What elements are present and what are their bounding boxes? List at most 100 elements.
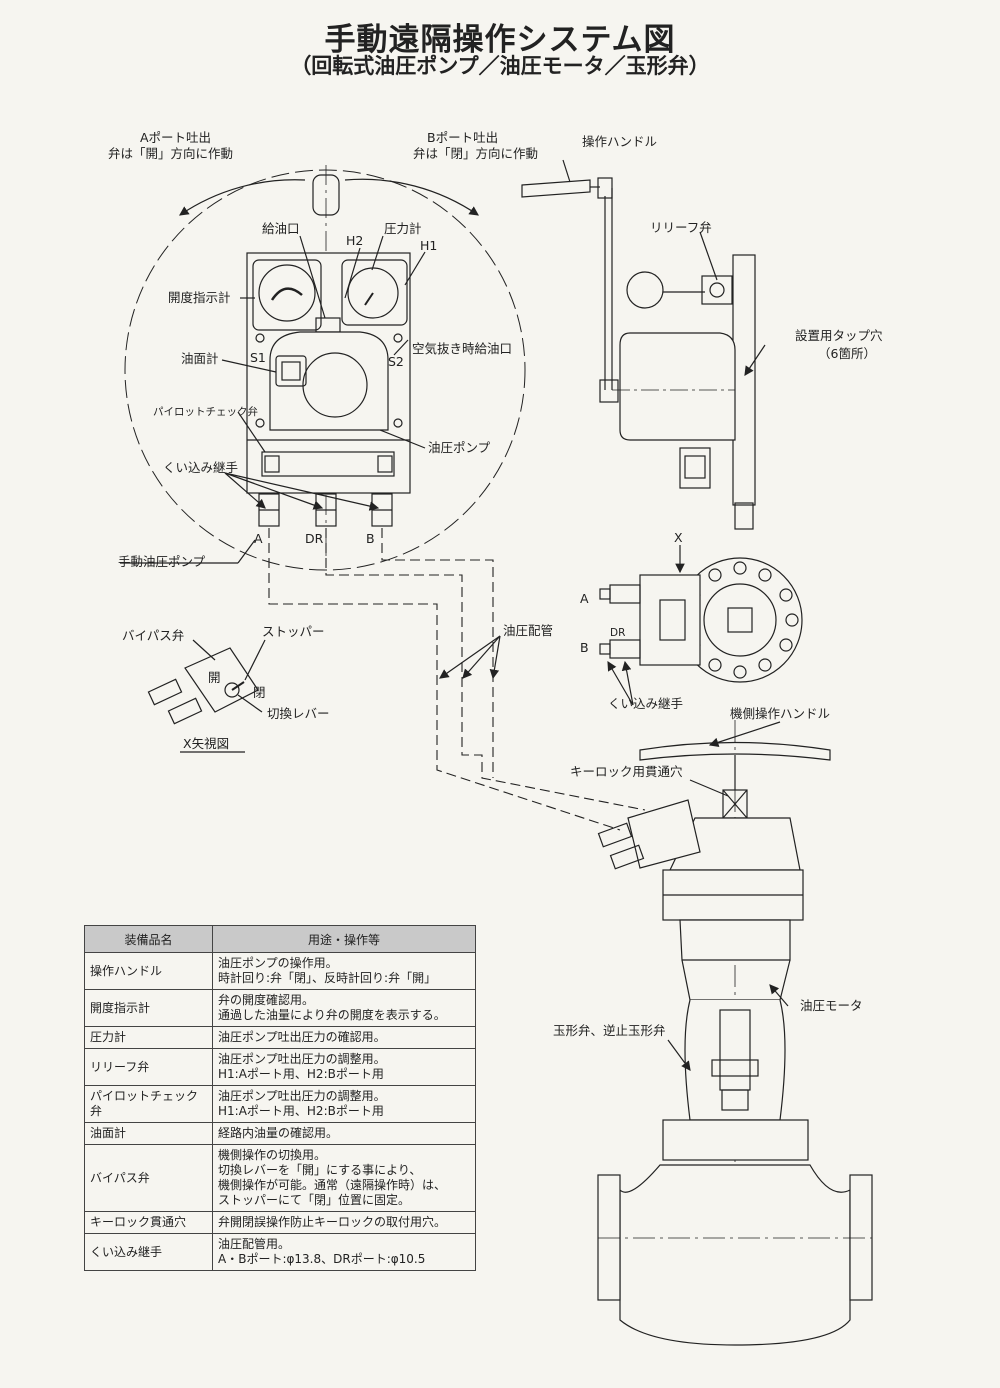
label-port-b: B <box>366 531 375 546</box>
label-bypass-valve: バイパス弁 <box>122 628 184 643</box>
label-pressure-gauge: 圧力計 <box>384 221 422 236</box>
table-row: 油面計 経路内油量の確認用。 <box>84 1122 476 1145</box>
bonnet-flange <box>662 1119 809 1161</box>
oil-level-sight <box>275 355 307 387</box>
table-row: パイロットチェック弁 油圧ポンプ吐出圧力の調整用。H1:Aポート用、H2:Bポー… <box>84 1085 476 1123</box>
label-close: 閉 <box>253 685 266 700</box>
row-name: 操作ハンドル <box>84 952 213 990</box>
manifold-block <box>639 574 701 666</box>
rotation-arrow-a <box>179 179 306 216</box>
table-row: くい込み継手 油圧配管用。A・Bポート:φ13.8、DRポート:φ10.5 <box>84 1233 476 1271</box>
label-switch-lever: 切換レバー <box>267 706 330 721</box>
label-s1: S1 <box>250 350 266 365</box>
label-side-dr: DR <box>610 627 625 639</box>
row-name: 開度指示計 <box>84 989 213 1027</box>
label-x-mark: X <box>674 530 683 545</box>
label-b-port: Bポート吐出 <box>427 130 498 145</box>
row-name: くい込み継手 <box>84 1233 213 1271</box>
row-desc: 油圧ポンプ吐出圧力の確認用。 <box>212 1026 476 1049</box>
label-stopper: ストッパー <box>262 624 325 639</box>
table-header-usage: 用途・操作等 <box>212 925 476 953</box>
mount-plate <box>732 254 756 506</box>
label-h1: H1 <box>420 238 437 253</box>
label-a-port: Aポート吐出 <box>140 130 211 145</box>
label-b-port-desc: 弁は「閉」方向に作動 <box>413 146 538 161</box>
label-globe-valve: 玉形弁、逆止玉形弁 <box>553 1023 666 1038</box>
switch-lever-pivot <box>224 682 240 698</box>
table-body: 操作ハンドル 油圧ポンプの操作用。時計回り:弁「閉」、反時計回り:弁「開」 開度… <box>84 952 476 1271</box>
label-pilot-check: パイロットチェック弁 <box>153 405 258 418</box>
bypass-fitting-2 <box>167 697 203 725</box>
rotation-arrow-b <box>344 178 479 216</box>
page-title: 手動遠隔操作システム図 <box>324 22 676 58</box>
label-open: 開 <box>208 670 221 685</box>
row-name: 圧力計 <box>84 1026 213 1049</box>
relief-valve-side <box>701 275 733 305</box>
valve-body <box>619 1164 851 1346</box>
pressure-gauge-body <box>341 259 408 326</box>
row-desc: 油圧配管用。A・Bポート:φ13.8、DRポート:φ10.5 <box>212 1233 476 1271</box>
row-name: キーロック貫通穴 <box>84 1211 213 1234</box>
label-manual-pump: 手動油圧ポンプ <box>118 554 206 569</box>
label-op-handle: 操作ハンドル <box>582 134 657 149</box>
side-gauge <box>626 271 664 309</box>
label-tap-hole: 設置用タップ穴 <box>795 328 883 343</box>
swing-circle <box>124 169 526 571</box>
end-flange-left <box>597 1174 621 1301</box>
label-machine-handle: 機側操作ハンドル <box>730 706 830 721</box>
label-port-a: A <box>254 531 263 546</box>
row-desc: 油圧ポンプ吐出圧力の調整用。H1:Aポート用、H2:Bポート用 <box>212 1048 476 1086</box>
page-subtitle: （回転式油圧ポンプ／油圧モータ／玉形弁） <box>290 54 710 78</box>
label-s2: S2 <box>388 354 404 369</box>
label-oil-piping: 油圧配管 <box>503 623 553 638</box>
label-h2: H2 <box>346 233 363 248</box>
label-a-port-desc: 弁は「開」方向に作動 <box>108 146 233 161</box>
label-side-b: B <box>580 640 589 655</box>
row-desc: 油圧ポンプの操作用。時計回り:弁「閉」、反時計回り:弁「開」 <box>212 952 476 990</box>
row-name: リリーフ弁 <box>84 1048 213 1086</box>
row-desc: 油圧ポンプ吐出圧力の調整用。H1:Aポート用、H2:Bポート用 <box>212 1085 476 1123</box>
pump-body-side <box>619 332 736 441</box>
table-row: バイパス弁 機側操作の切換用。切換レバーを「開」にする事により、機側操作が可能。… <box>84 1144 476 1212</box>
label-tap-hole-count: （6箇所） <box>818 346 876 361</box>
table-row: 開度指示計 弁の開度確認用。通過した油量により弁の開度を表示する。 <box>84 989 476 1027</box>
row-desc: 機側操作の切換用。切換レバーを「開」にする事により、機側操作が可能。通常（遠隔操… <box>212 1144 476 1212</box>
label-hydraulic-motor: 油圧モータ <box>800 998 863 1013</box>
label-oil-inlet: 給油口 <box>262 221 300 236</box>
label-oil-level: 油面計 <box>181 351 219 366</box>
row-name: バイパス弁 <box>84 1144 213 1212</box>
label-bite-fitting: くい込み継手 <box>163 460 238 475</box>
label-side-a: A <box>580 591 589 606</box>
machine-handwheel <box>639 741 831 761</box>
pump-housing <box>269 331 389 431</box>
end-flange-right <box>849 1174 873 1301</box>
label-bite-fitting-2: くい込み継手 <box>608 696 683 711</box>
label-x-view: X矢視図 <box>183 736 229 751</box>
row-desc: 弁開閉誤操作防止キーロックの取付用穴。 <box>212 1211 476 1234</box>
table-row: 圧力計 油圧ポンプ吐出圧力の確認用。 <box>84 1026 476 1049</box>
label-key-lock: キーロック用貫通穴 <box>570 764 683 779</box>
table-row: 操作ハンドル 油圧ポンプの操作用。時計回り:弁「閉」、反時計回り:弁「開」 <box>84 952 476 990</box>
operation-handle-grip <box>521 179 591 198</box>
motor-lower <box>679 919 791 961</box>
row-desc: 弁の開度確認用。通過した油量により弁の開度を表示する。 <box>212 989 476 1027</box>
motor-port-block <box>627 799 701 869</box>
row-name: 油面計 <box>84 1122 213 1145</box>
table-header-row: 装備品名 用途・操作等 <box>84 925 476 953</box>
row-name: パイロットチェック弁 <box>84 1085 213 1123</box>
label-port-dr: DR <box>305 531 324 546</box>
label-air-vent: 空気抜き時給油口 <box>412 341 512 356</box>
label-relief-valve: リリーフ弁 <box>650 220 712 235</box>
bypass-fitting-1 <box>147 678 183 706</box>
bypass-valve-body <box>184 647 259 713</box>
pilot-check-valve <box>261 451 395 477</box>
pump-shaft <box>302 352 368 418</box>
label-opening-indicator: 開度指示計 <box>168 290 231 305</box>
label-hydraulic-pump: 油圧ポンプ <box>428 440 491 455</box>
opening-indicator-body <box>252 259 322 331</box>
opening-indicator-dial <box>258 264 316 322</box>
table-row: キーロック貫通穴 弁開閉誤操作防止キーロックの取付用穴。 <box>84 1211 476 1234</box>
table-header-name: 装備品名 <box>84 925 213 953</box>
